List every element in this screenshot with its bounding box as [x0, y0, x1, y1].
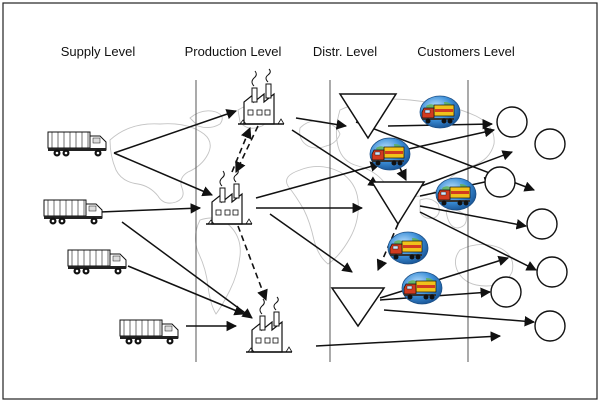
- arrow-plant2-dc3: [269, 213, 353, 273]
- customer-circle-icon-2: [534, 128, 566, 160]
- header-production-level: Production Level: [185, 44, 282, 59]
- arrow-dc2-customer2: [415, 150, 513, 189]
- arrow-dc2-customer5: [419, 211, 537, 271]
- arrow-dc2-customer4: [419, 205, 528, 230]
- dashed-plant1-plant2: [235, 125, 259, 174]
- header-distribution-level: Distr. Level: [313, 44, 377, 59]
- diagram-border: [2, 2, 598, 400]
- arrow-supplier2-plant3: [121, 221, 253, 319]
- globe-truck-icon-3: [435, 177, 477, 211]
- flow-arrows: [99, 109, 537, 347]
- dashed-plant2-plant1: [231, 126, 252, 173]
- customer-circle-icon-1: [496, 106, 528, 138]
- customers: [484, 106, 568, 342]
- customer-circle-icon-6: [490, 276, 522, 308]
- arrow-plant1-dc2: [291, 129, 379, 187]
- arrow-supplier1-plant2: [113, 152, 213, 197]
- header-supply-level: Supply Level: [61, 44, 136, 59]
- header-customers-level: Customers Level: [417, 44, 515, 59]
- arrow-dc3-customer5: [379, 255, 510, 299]
- dashed-plant2-plant3: [237, 225, 268, 302]
- arrow-plant2-dc1: [255, 161, 382, 199]
- arrow-supplier3-plant3: [127, 265, 245, 316]
- arrow-dc3-customer7: [383, 309, 536, 327]
- arrow-plant1-dc1: [295, 117, 348, 130]
- customer-circle-icon-3: [484, 166, 516, 198]
- customer-circle-icon-5: [536, 256, 568, 288]
- distribution-centers: [330, 93, 426, 328]
- globe-truck-icon-5: [401, 271, 443, 305]
- warehouse-triangle-icon-3: [330, 287, 386, 328]
- arrow-supplier1-plant1: [113, 109, 237, 154]
- globe-truck-icon-1: [419, 95, 461, 129]
- globe-truck-icon-2: [369, 137, 411, 171]
- warehouse-triangle-icon-2: [370, 181, 426, 226]
- globe-truck-icon-4: [387, 231, 429, 265]
- customer-circle-icon-4: [526, 208, 558, 240]
- arrow-plant3-customer7: [315, 331, 502, 347]
- column-dividers: [195, 80, 469, 362]
- customer-circle-icon-7: [534, 310, 566, 342]
- warehouse-triangle-icon-1: [338, 93, 398, 140]
- arrow-supplier2-plant2: [99, 203, 202, 214]
